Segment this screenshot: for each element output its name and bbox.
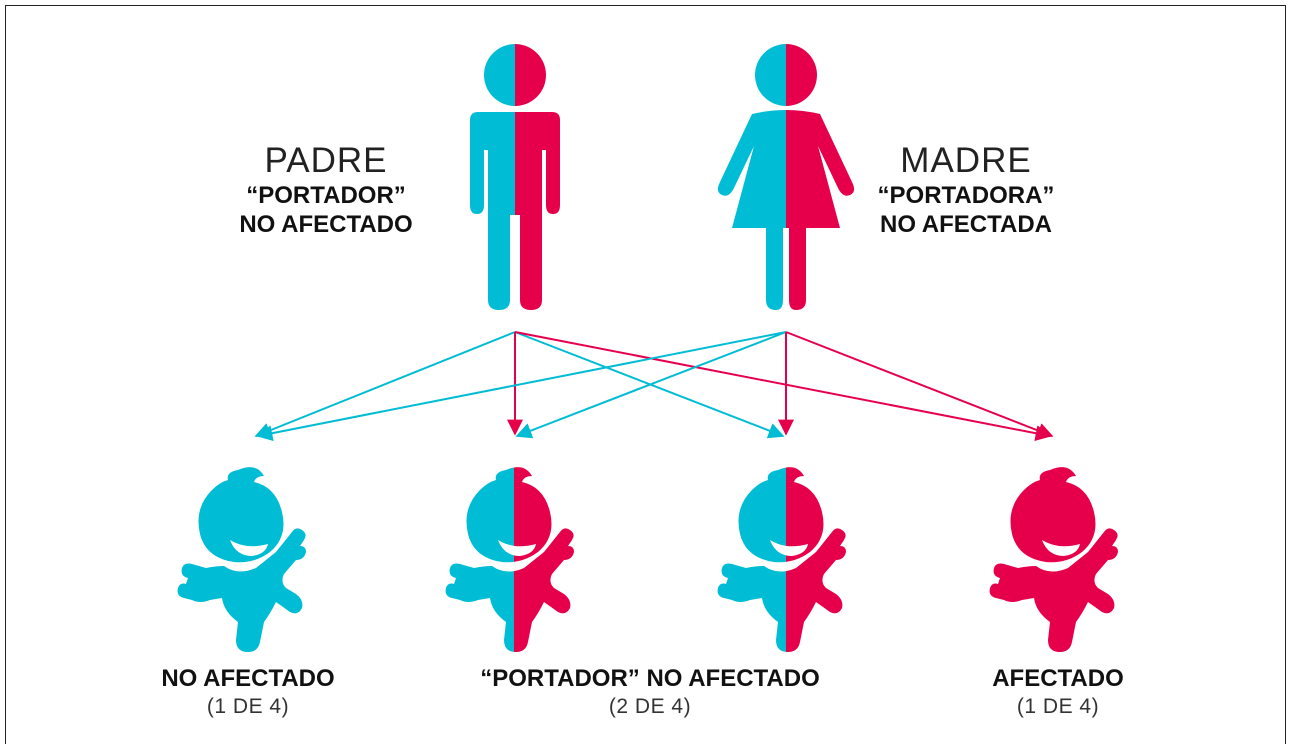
child-4-status: AFECTADO [992, 665, 1124, 692]
father-status-line1: “PORTADOR” [246, 182, 406, 209]
shared-status: “PORTADOR” NO AFECTADO [480, 665, 820, 692]
child-1-ratio: (1 DE 4) [206, 694, 290, 718]
inheritance-arrows [254, 331, 1054, 442]
arrow-mother-to-child2 [515, 331, 787, 439]
mother-status-line2: NO AFECTADA [880, 210, 1052, 238]
mother-status-line1: “PORTADORA” [877, 182, 1055, 209]
child-4-baby-icon [989, 467, 1118, 652]
male-figure-icon [470, 44, 560, 310]
child-1-baby-icon [177, 467, 306, 652]
arrow-father-to-child1 [254, 331, 516, 439]
child-4-caption: AFECTADO (1 DE 4) [958, 665, 1158, 719]
child-2-baby-icon [445, 467, 574, 652]
diagram-frame [5, 5, 1286, 744]
child-3-baby-icon [717, 467, 846, 652]
father-role: PADRE [264, 141, 388, 180]
child-1-status: NO AFECTADO [161, 665, 335, 692]
mother-role: MADRE [900, 141, 1032, 180]
child-4-ratio: (1 DE 4) [1016, 694, 1100, 718]
child-1-caption: NO AFECTADO (1 DE 4) [138, 665, 358, 719]
mother-label: MADRE “PORTADORA” NO AFECTADA [866, 140, 1066, 240]
female-figure-icon [717, 44, 855, 310]
father-label: PADRE “PORTADOR” NO AFECTADO [226, 140, 426, 240]
arrow-father-to-child4 [514, 331, 1052, 442]
arrow-mother-to-child1 [256, 331, 787, 442]
father-status-line2: NO AFECTADO [239, 210, 413, 238]
shared-caption: “PORTADOR” NO AFECTADO (2 DE 4) [430, 665, 870, 719]
arrow-mother-to-child4 [785, 331, 1054, 439]
shared-ratio: (2 DE 4) [608, 694, 692, 718]
